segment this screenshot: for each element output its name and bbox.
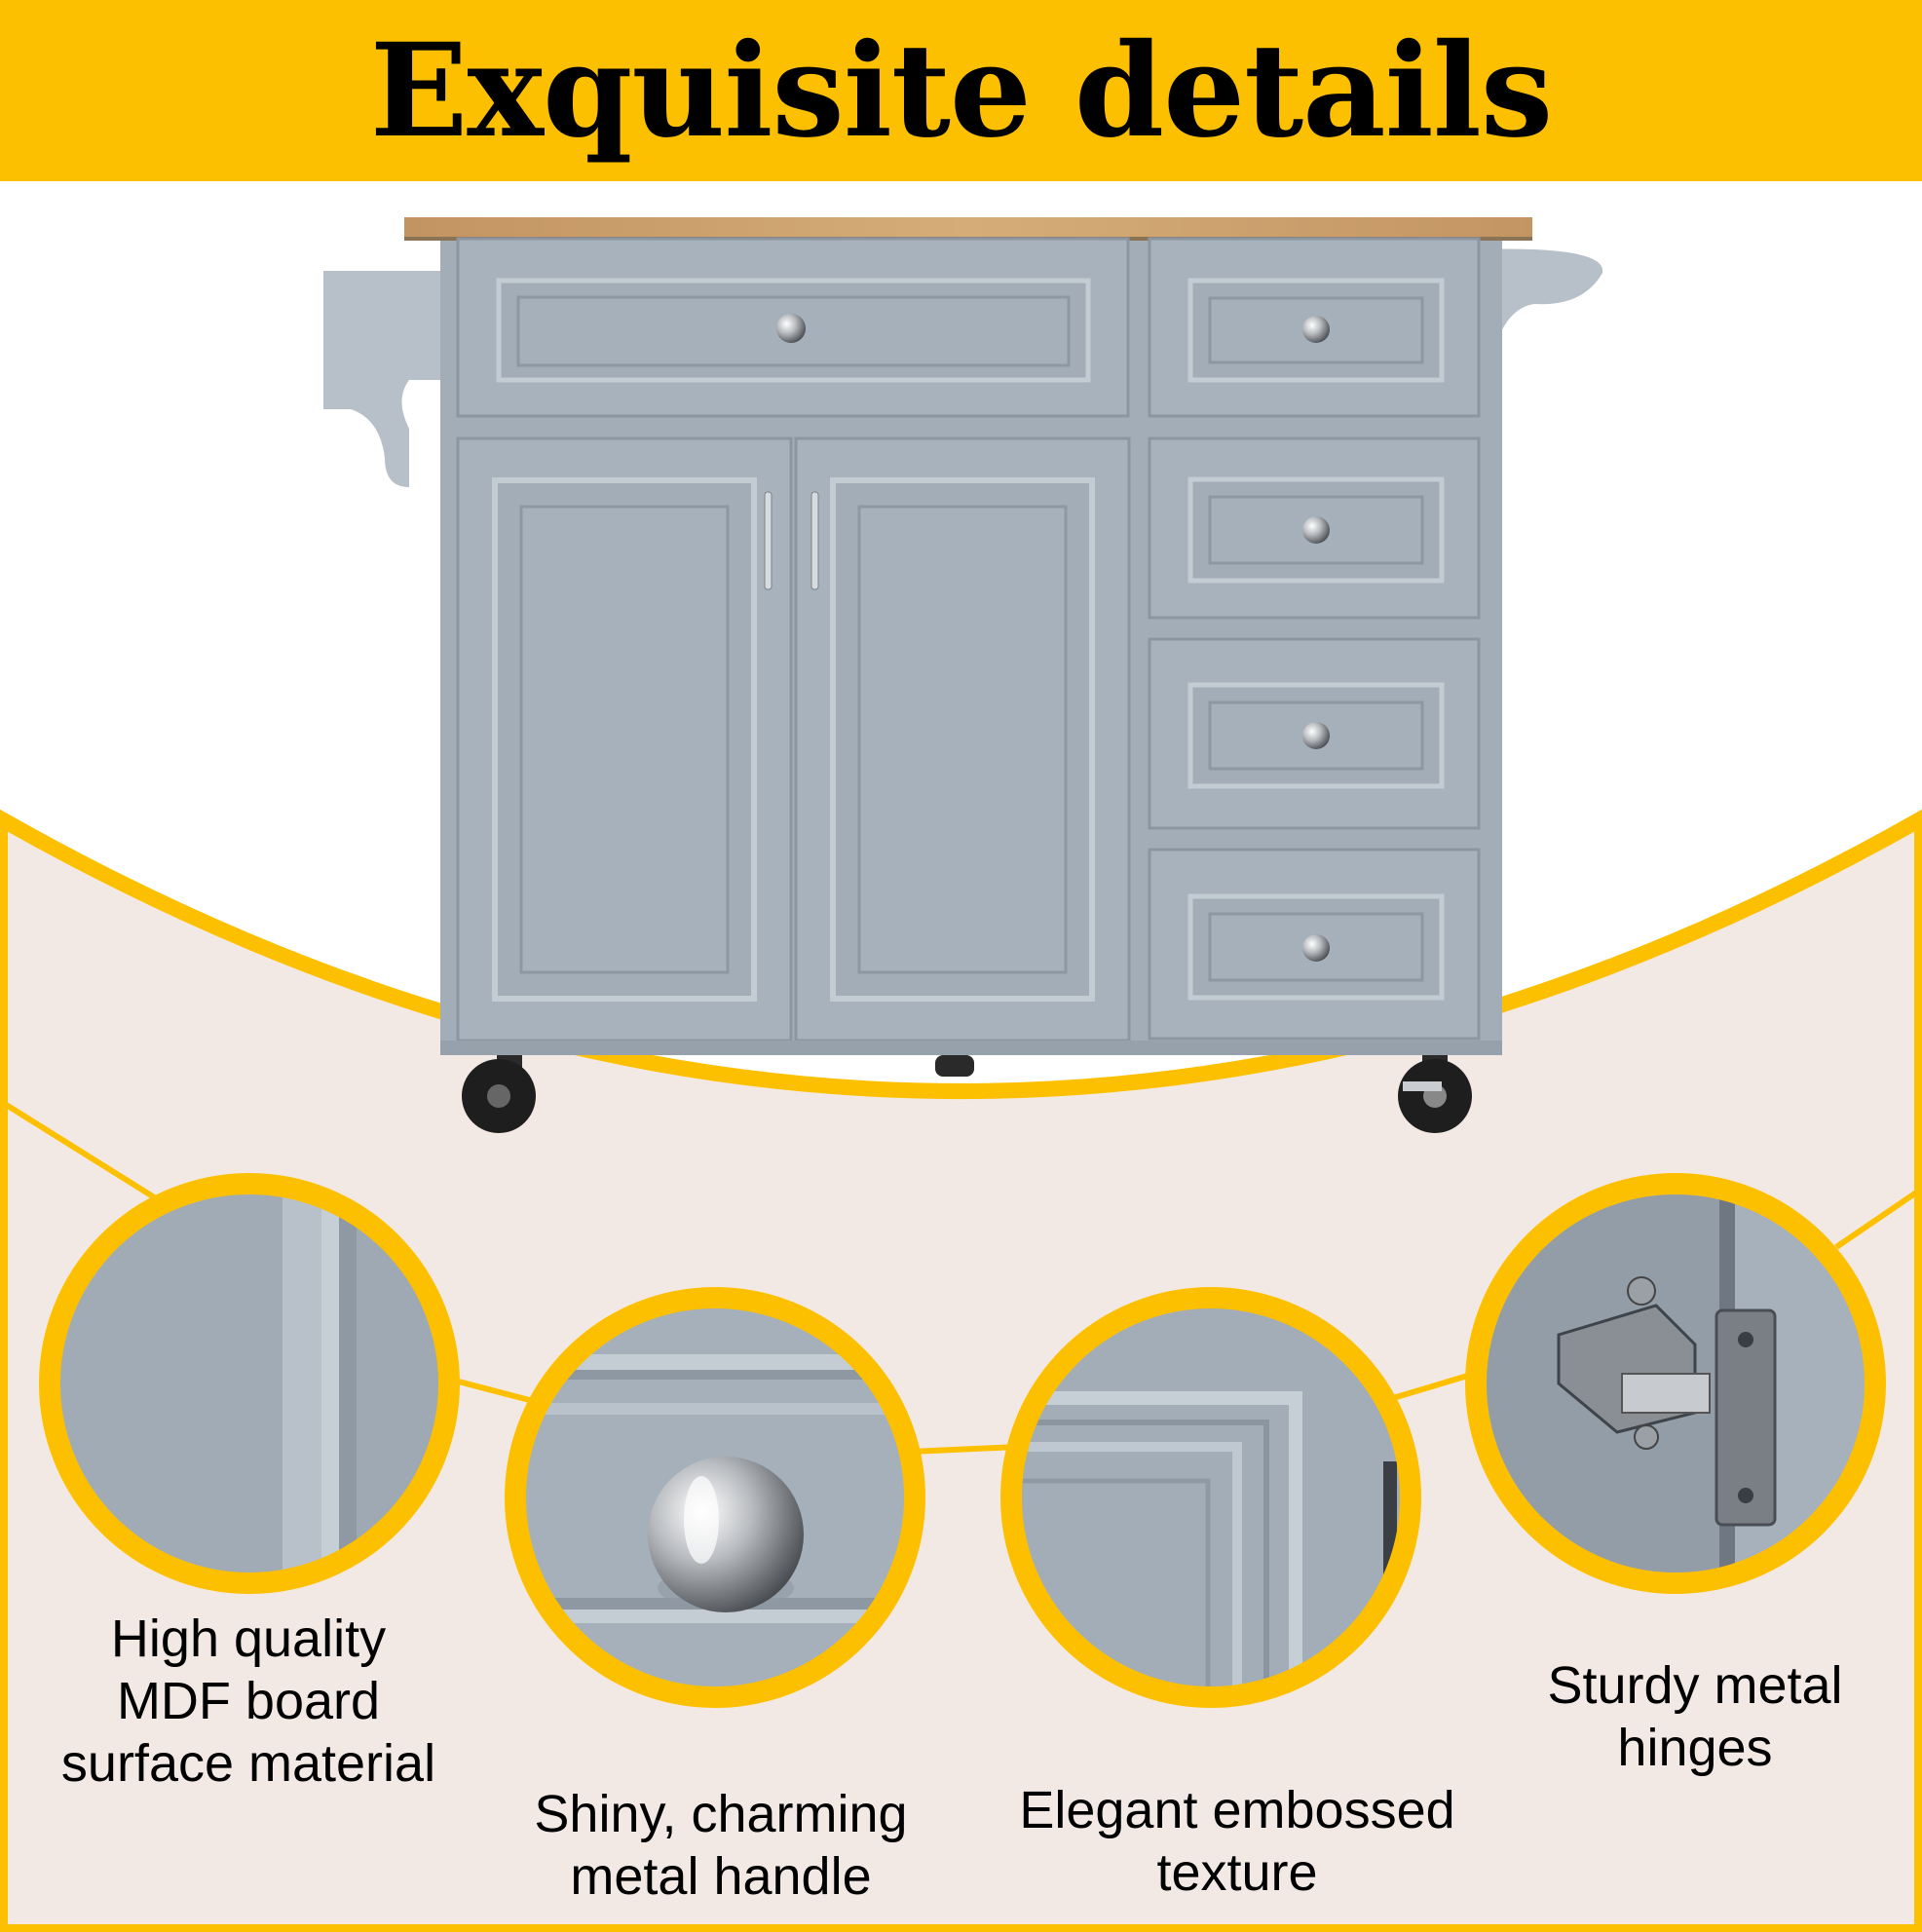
caption-line: texture (1156, 1843, 1318, 1902)
metal-knob-closeup (515, 1298, 915, 1697)
caption-line: MDF board (116, 1672, 381, 1730)
caption-metal-hinges: Sturdy metal hinges (1466, 1654, 1922, 1779)
caption-line: surface material (60, 1734, 436, 1793)
caption-line: High quality (110, 1610, 387, 1668)
caption-line: Sturdy metal (1547, 1656, 1843, 1715)
kitchen-island-cabinet (323, 217, 1603, 1133)
caption-line: metal handle (570, 1847, 872, 1906)
metal-hinge-closeup (1476, 1184, 1875, 1583)
caster-wheels (462, 1055, 1472, 1133)
caption-metal-handle: Shiny, charming metal handle (492, 1783, 950, 1908)
page-title: Exquisite details (369, 15, 1553, 167)
caption-line: hinges (1617, 1719, 1773, 1777)
caption-embossed-texture: Elegant embossed texture (974, 1779, 1500, 1904)
caption-line: Elegant embossed (1019, 1781, 1455, 1839)
caption-line: Shiny, charming (534, 1785, 908, 1843)
mdf-board-closeup (50, 1184, 449, 1583)
title-banner: Exquisite details (0, 0, 1922, 181)
caption-mdf-board: High quality MDF board surface material (19, 1608, 477, 1795)
